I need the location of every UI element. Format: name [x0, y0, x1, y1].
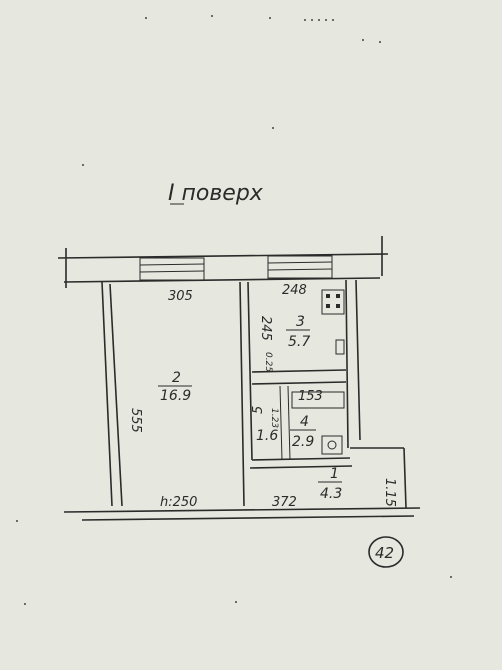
ceiling-height: h:250	[160, 495, 197, 510]
room-2-area: 16.9	[160, 388, 191, 404]
room-4-number: 4	[300, 414, 309, 430]
interior-walls	[239, 281, 353, 507]
dim-bath-width: 153	[298, 389, 323, 404]
room-3-area: 5.7	[288, 334, 310, 350]
room-3-label: 3 5.7	[286, 314, 310, 350]
dim-kitchen-width: 248	[282, 283, 307, 298]
dimension-labels: 305 248 555 245 153 1.23 0.25 372 1.15 h…	[128, 283, 397, 510]
floor-title: I поверх	[168, 181, 264, 206]
dim-hall-width: 372	[272, 495, 297, 510]
dim-living-length: 555	[128, 408, 143, 433]
room-5-number: 5	[251, 406, 266, 414]
sheet-number: 42	[375, 544, 394, 562]
paper-marks	[16, 15, 452, 605]
room-4-area: 2.9	[292, 434, 314, 450]
dim-kitchen-length: 245	[258, 316, 273, 341]
room-5-area: 1.6	[256, 428, 278, 444]
exterior-walls	[57, 236, 421, 521]
room-5-label: 5 1.6	[251, 406, 278, 444]
room-1-label: 1 4.3	[318, 466, 342, 502]
room-3-number: 3	[296, 314, 305, 330]
room-2-label: 2 16.9	[158, 370, 192, 404]
room-1-number: 1	[330, 466, 339, 482]
room-1-area: 4.3	[320, 486, 342, 502]
dim-toilet-width: 0.25	[263, 352, 273, 372]
room-4-label: 4 2.9	[290, 414, 316, 450]
room-2-number: 2	[172, 370, 181, 386]
dim-bath-length: 1.23	[269, 408, 279, 428]
dim-hall-length: 1.15	[382, 478, 397, 507]
dim-living-width: 305	[168, 289, 193, 304]
sheet-number-stamp: 42	[368, 536, 404, 568]
